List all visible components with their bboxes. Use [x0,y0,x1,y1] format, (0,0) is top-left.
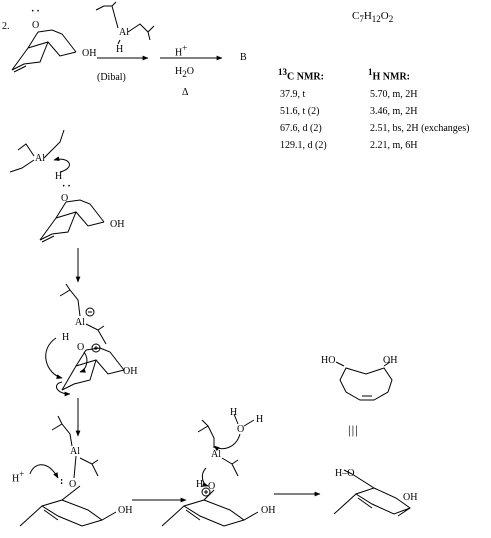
dibal-approach [9,129,105,243]
hydroxyl: OH [261,505,276,516]
c13-row: 51.6, t (2) [280,106,320,117]
proton: H+ [12,469,25,485]
water-h: H [230,407,238,418]
proton-h: H [196,479,204,490]
aluminum: Al [211,449,221,460]
water-reagent: H2O [175,66,194,79]
ate-complex [45,283,125,397]
h1-row: 3.46, m, 2H [370,106,418,117]
bridge-oxygen: O [61,193,69,204]
product-ho: H–O [335,468,355,479]
equivalence-sign: ||| [348,422,359,437]
c13-row: 37.9, t [280,89,306,100]
c13-heading: 13C NMR: [278,67,324,83]
aluminum: Al [70,446,80,457]
diol-hydroxyl: HO [321,355,336,366]
hydroxyl: OH [123,366,138,377]
dibal-label: (Dibal) [97,72,126,83]
lone-pair: ·· [62,181,73,192]
dibal-h: H [116,44,124,55]
c13-row: 129.1, d (2) [280,140,327,151]
heat-symbol: Δ [182,87,189,98]
h1-heading: 1H NMR: [368,67,410,83]
lone-pair: ·· [31,6,42,17]
dibal-reagent [95,1,155,45]
hydroxyl: OH [118,505,133,516]
dibal-al: Al [35,153,45,164]
diol-hydroxyl: OH [383,355,398,366]
product-diol [335,361,393,401]
hydroxyl: OH [110,219,125,230]
problem-number: 2. [2,21,10,32]
aluminum: Al [75,317,85,328]
bridge-oxygen: O [77,342,85,353]
hydroxyl: OH [82,48,97,59]
h1-row: 2.51, bs, 2H (exchanges) [370,123,470,134]
lone-pair: : [60,476,64,487]
oxonium-o: O [208,481,216,492]
dibal-al: Al [119,27,129,38]
acid-reagent: H+ [175,43,188,59]
aluminum: H [62,332,70,343]
alkoxide-oxygen: O [69,479,77,490]
hydroxyl: OH [403,492,418,503]
product-label: B [240,52,247,63]
bridge-oxygen: O [32,20,40,31]
dibal-h: H [55,171,63,182]
starting-material [11,29,77,73]
molecular-formula: C7H12O2 [352,10,394,25]
protonated-intermediate [161,413,259,527]
h1-row: 5.70, m, 2H [370,89,418,100]
c13-row: 67.6, d (2) [280,123,322,134]
h1-row: 2.21, m, 6H [370,140,418,151]
final-product [333,469,411,517]
alkoxide-intermediate [19,415,117,527]
water-o: O [237,424,245,435]
water-h: H [256,414,264,425]
